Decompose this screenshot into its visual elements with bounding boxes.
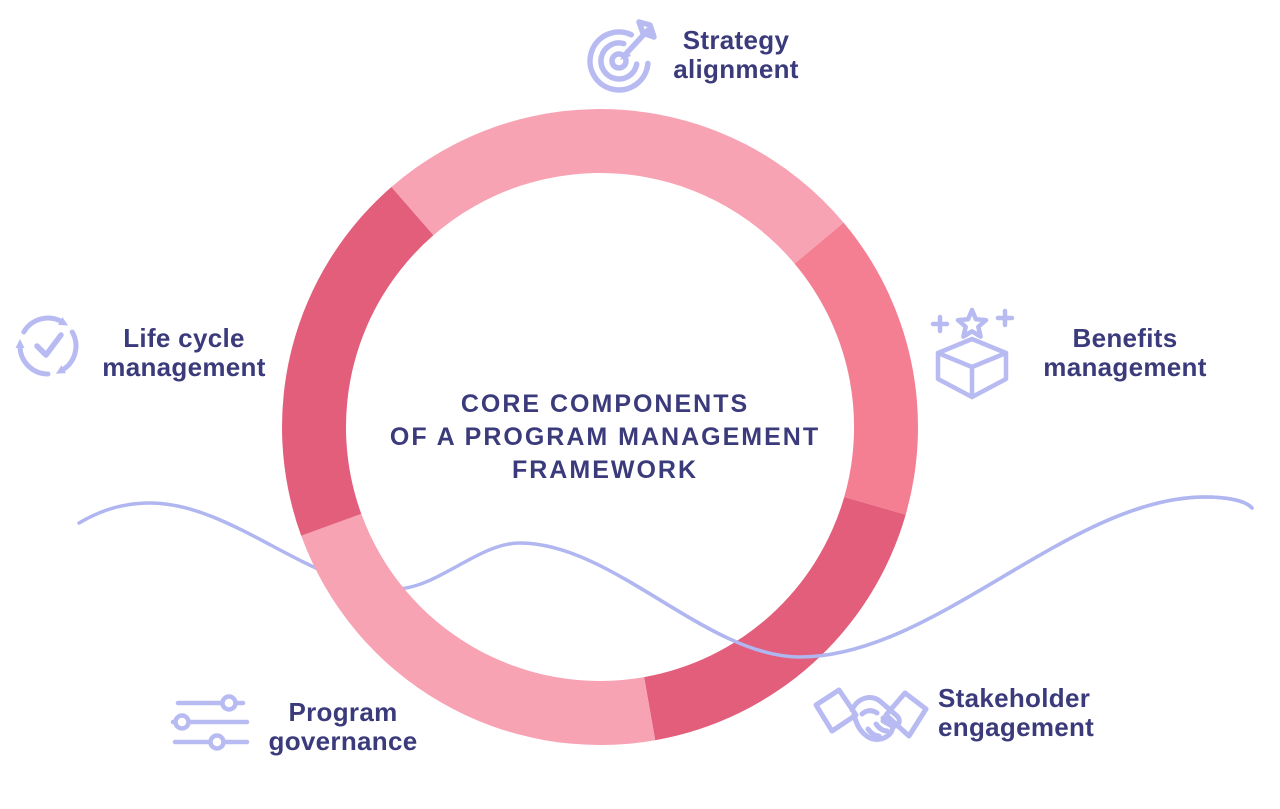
handshake-icon xyxy=(813,687,929,742)
diagram-title-line1: CORE COMPONENTS xyxy=(460,390,750,418)
diagram-title-line3: FRAMEWORK xyxy=(511,456,699,484)
label-line: governance xyxy=(268,726,418,756)
ring-segment-lower-right xyxy=(644,497,906,741)
label-line: Strategy xyxy=(682,25,790,55)
diagram-title-line2: OF A PROGRAM MANAGEMENT xyxy=(389,423,821,451)
label-line: management xyxy=(1043,352,1207,382)
label-line: management xyxy=(102,352,266,382)
cycle-arrowhead xyxy=(58,317,69,326)
ring-segment-top xyxy=(391,109,844,264)
ring-segment-upper-right xyxy=(794,222,919,515)
label-line: engagement xyxy=(938,712,1095,742)
sliders-icon xyxy=(170,694,250,751)
label-program-governance: Program governance xyxy=(223,698,463,756)
label-life-cycle-management: Life cycle management xyxy=(64,324,304,382)
label-benefits-management: Benefits management xyxy=(1005,324,1245,382)
label-stakeholder-engagement: Stakeholder engagement xyxy=(938,684,1178,742)
cycle-arrows-check-icon xyxy=(15,315,79,377)
cycle-arrowhead xyxy=(15,339,25,348)
label-line: Stakeholder xyxy=(938,683,1091,713)
ring-segment-left xyxy=(282,187,434,536)
label-line: Benefits xyxy=(1072,323,1178,353)
diagram-title: CORE COMPONENTS OF A PROGRAM MANAGEMENT … xyxy=(305,388,905,487)
wave-line-back xyxy=(77,495,1254,659)
wave-line-front xyxy=(630,495,1254,659)
target-dart-icon xyxy=(587,19,657,93)
gift-box-star-icon xyxy=(930,307,1015,400)
label-line: Program xyxy=(288,697,398,727)
label-strategy-alignment: Strategy alignment xyxy=(616,26,856,84)
cycle-arrowhead xyxy=(55,365,66,374)
dart-tip xyxy=(620,49,631,60)
label-line: alignment xyxy=(673,54,799,84)
ring-segment-bottom xyxy=(301,513,656,746)
label-line: Life cycle xyxy=(123,323,245,353)
